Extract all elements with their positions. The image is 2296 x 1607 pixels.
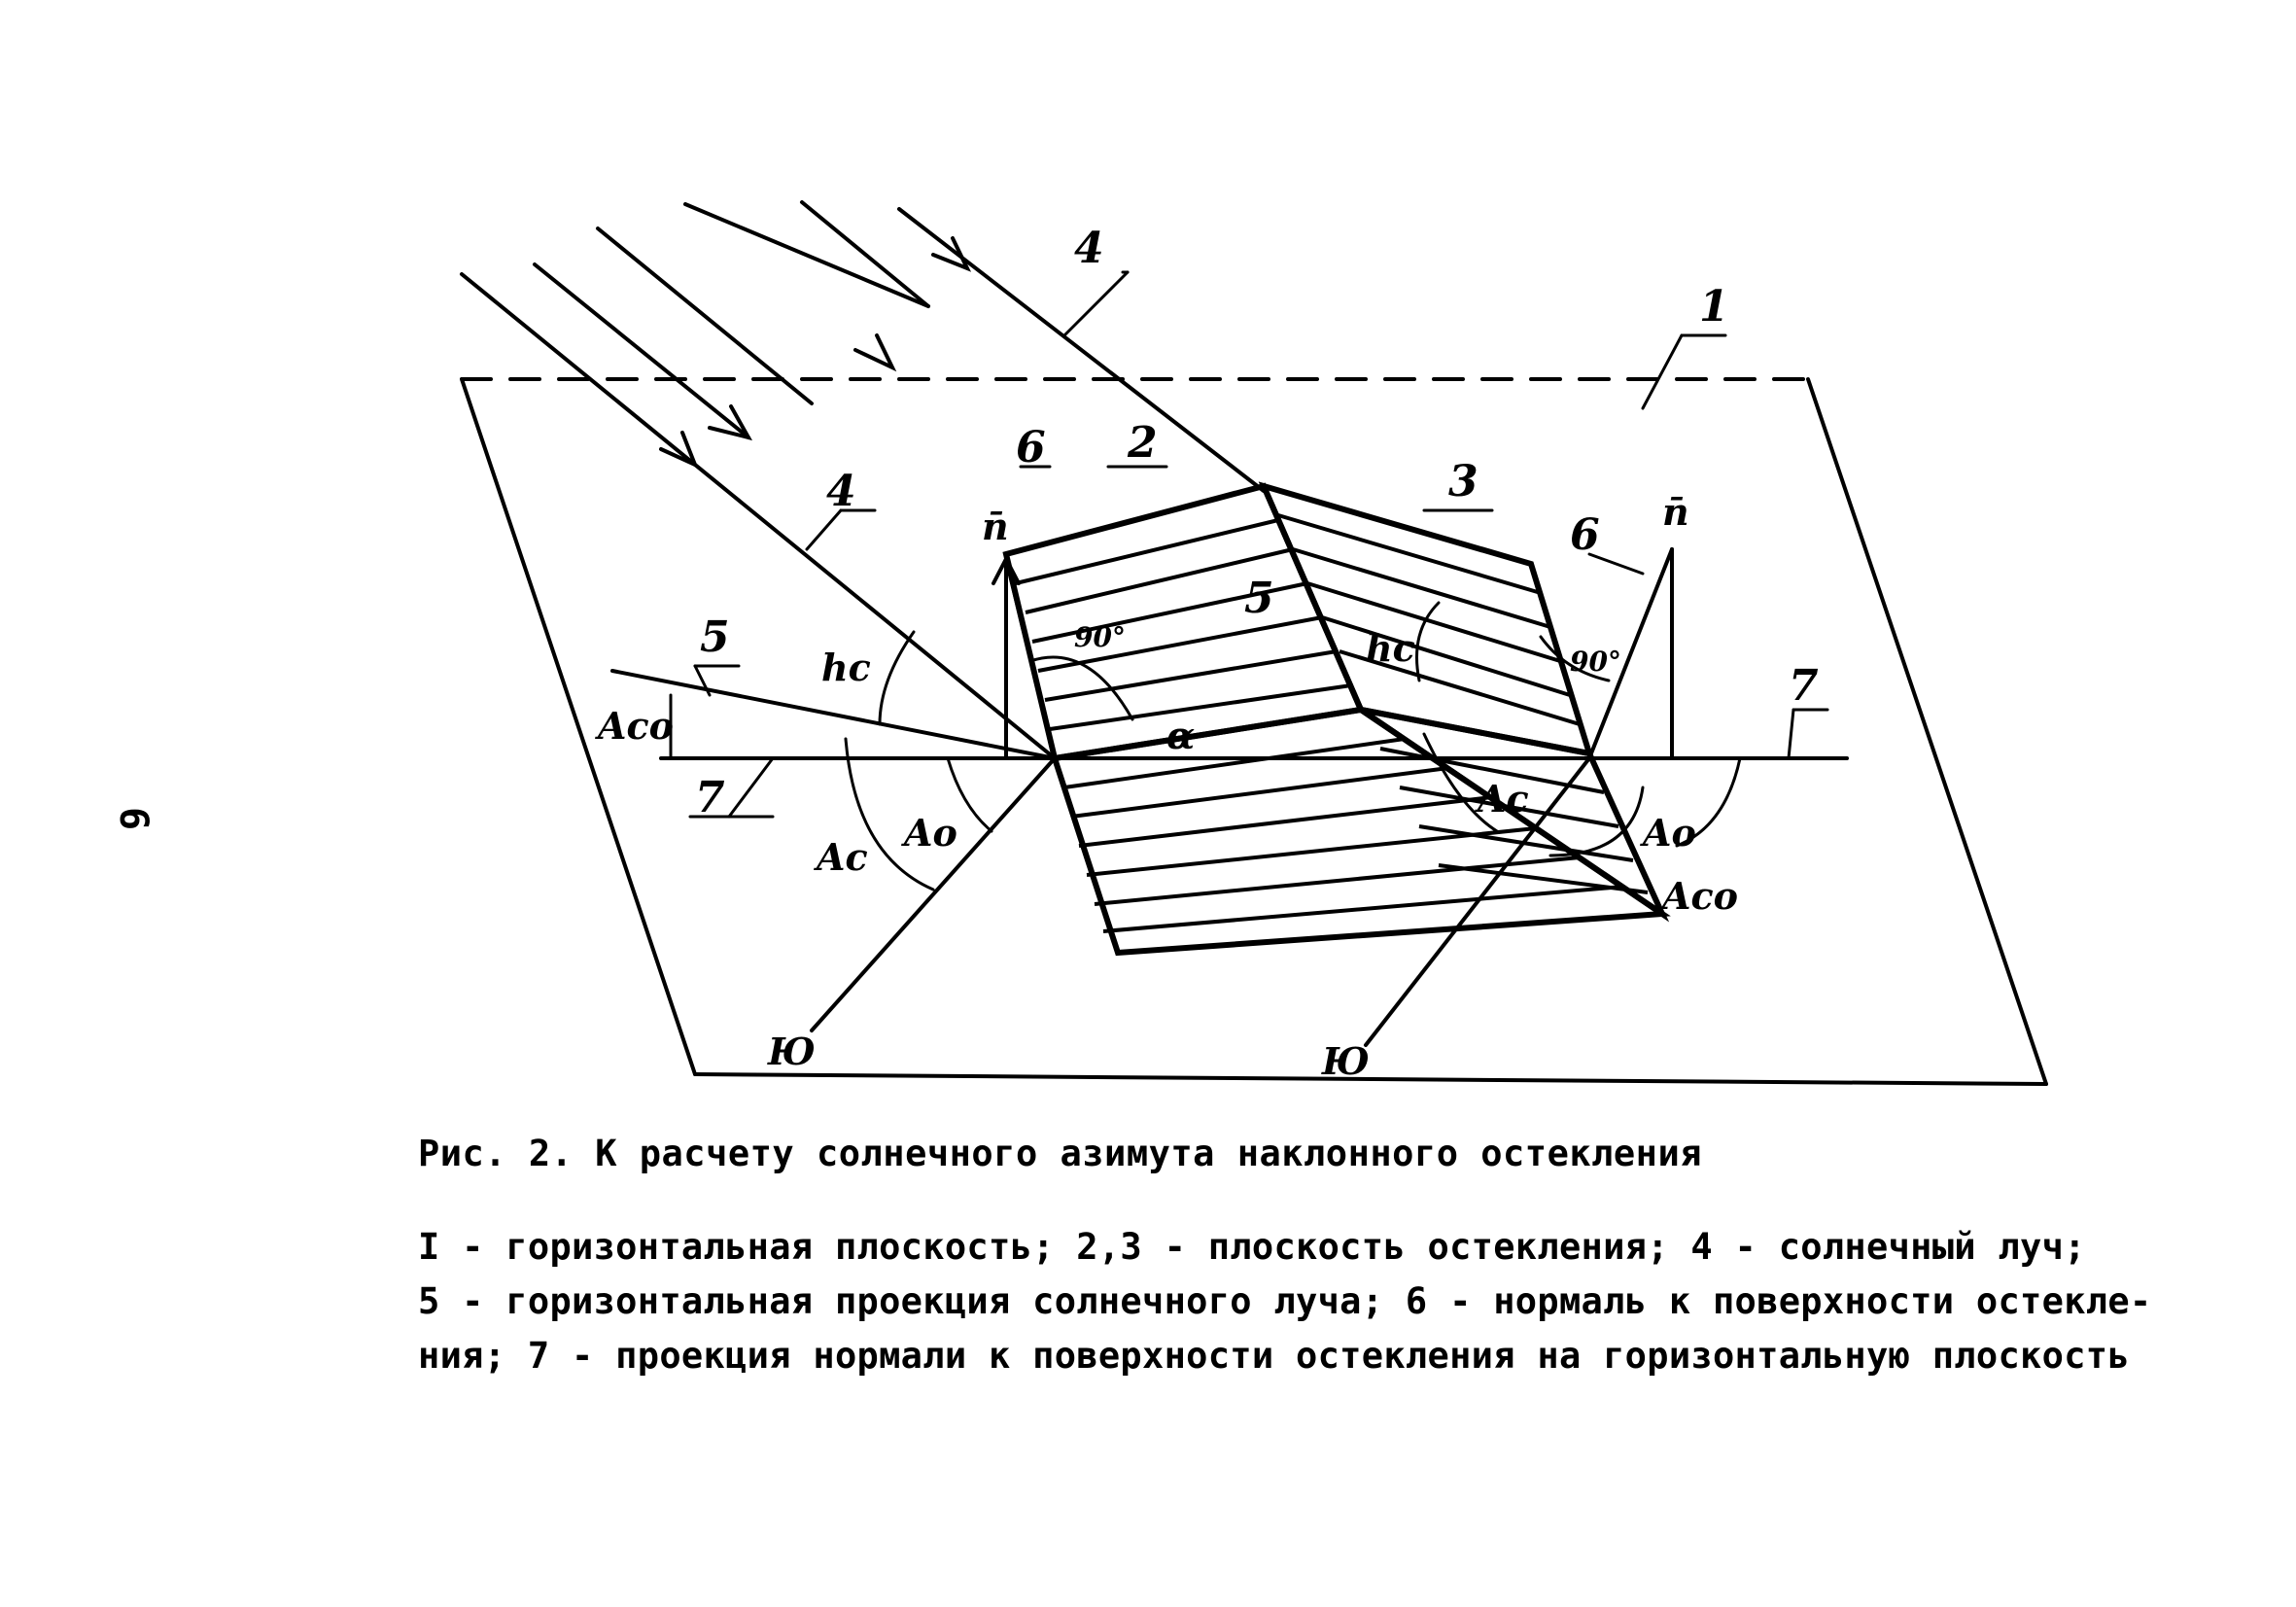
- page-number: 6: [111, 807, 156, 831]
- label-normal-symbol-left: n̄: [982, 505, 1009, 548]
- label-normal-symbol-right: n̄: [1662, 490, 1689, 534]
- label-ray-4-top: 4: [1074, 224, 1104, 273]
- label-south-left: Ю: [767, 1030, 816, 1073]
- label-glazing-3: 3: [1448, 457, 1478, 507]
- label-ac-left: Ac: [814, 835, 868, 879]
- sun-ray-projection: [610, 669, 1057, 760]
- label-aco-left: Aco: [595, 704, 674, 748]
- figure-legend: I - горизонтальная плоскость; 2,3 - плос…: [418, 1220, 2168, 1383]
- horizontal-plane: [460, 377, 2048, 1086]
- label-ao-right: Ao: [1640, 811, 1696, 855]
- label-normal-proj-7-right: 7: [1789, 661, 1819, 711]
- legend-line: I - горизонтальная плоскость; 2,3 - плос…: [418, 1226, 2086, 1268]
- label-hc-right: hc: [1366, 626, 1415, 670]
- label-ac-right: Ac: [1475, 777, 1529, 821]
- sun-rays: [460, 200, 1266, 760]
- label-ray-4-left: 4: [826, 467, 856, 516]
- label-normal-6-left: 6: [1016, 423, 1046, 472]
- label-hc-left: hc: [821, 646, 871, 689]
- label-90-left: 90°: [1074, 621, 1126, 653]
- label-plane-1: 1: [1699, 282, 1729, 332]
- leader-lines: [688, 270, 1829, 819]
- legend-line: ния; 7 - проекция нормали к поверхности …: [418, 1335, 2130, 1377]
- angle-arcs: [669, 601, 1742, 891]
- label-normal-proj-7-left: 7: [695, 773, 725, 822]
- label-ao-left: Ao: [901, 811, 957, 855]
- normals: [991, 547, 1674, 760]
- figure-caption: Рис. 2. К расчету солнечного азимута нак…: [418, 1133, 1703, 1174]
- label-normal-6-right: 6: [1570, 510, 1600, 560]
- label-alpha: α: [1166, 714, 1195, 757]
- label-90-right: 90°: [1570, 646, 1621, 678]
- label-aco-right: Aco: [1659, 874, 1738, 918]
- label-projection-5-center: 5: [1244, 574, 1274, 623]
- legend-line: 5 - горизонтальная проекция солнечного л…: [418, 1280, 2152, 1322]
- label-glazing-2: 2: [1127, 418, 1158, 468]
- label-south-right: Ю: [1321, 1039, 1370, 1083]
- south-lines: [810, 756, 1591, 1047]
- glazing-lower: [1051, 706, 1671, 957]
- label-projection-5: 5: [700, 612, 730, 662]
